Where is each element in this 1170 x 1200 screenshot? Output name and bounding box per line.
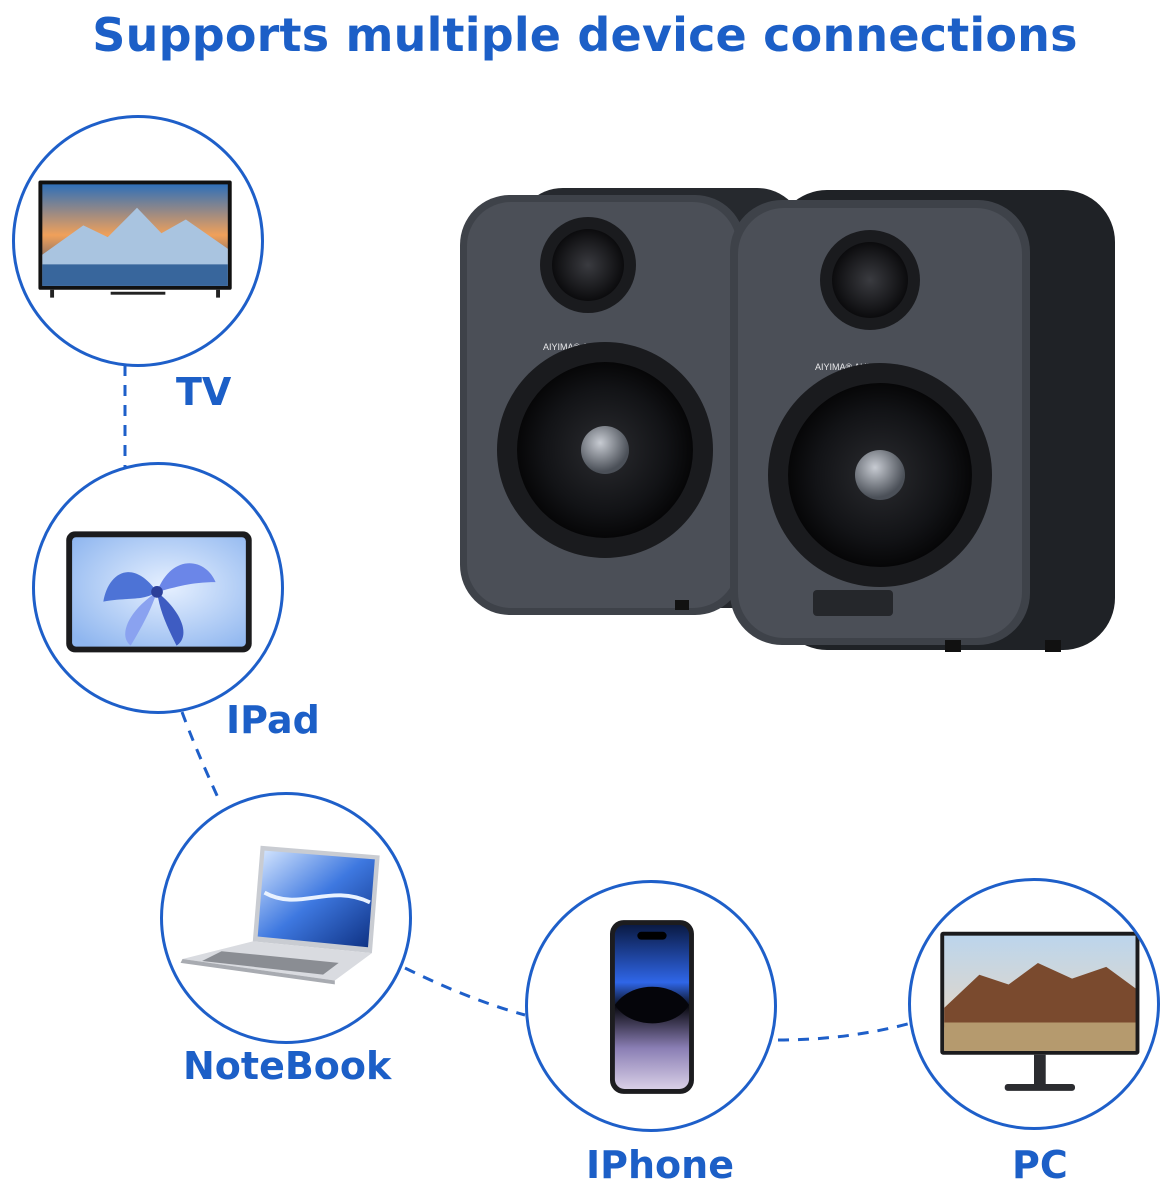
- device-pc-circle[interactable]: [908, 878, 1160, 1130]
- tablet-icon: [66, 531, 252, 653]
- device-iphone-circle[interactable]: [525, 880, 777, 1132]
- device-notebook-circle[interactable]: [160, 792, 412, 1044]
- laptop-icon: [180, 845, 380, 985]
- speaker-right: AIYIMA® AUDIO: [730, 190, 1115, 652]
- tv-icon: [38, 180, 232, 298]
- device-label-pc: PC: [1012, 1143, 1068, 1187]
- page-title: Supports multiple device connections: [92, 8, 1078, 62]
- phone-icon: [610, 920, 694, 1094]
- speaker-pair-image: AIYIMA® AUDIO AIYIMA® AUDIO: [460, 188, 1115, 652]
- device-label-iphone: IPhone: [586, 1143, 734, 1187]
- monitor-icon: [940, 931, 1140, 1091]
- device-tv-circle[interactable]: [12, 115, 264, 367]
- device-label-tv: TV: [176, 370, 232, 414]
- device-label-ipad: IPad: [226, 698, 320, 742]
- device-ipad-circle[interactable]: [32, 462, 284, 714]
- device-label-notebook: NoteBook: [183, 1044, 392, 1088]
- brand-logo-right: AIYIMA® AUDIO: [815, 362, 883, 372]
